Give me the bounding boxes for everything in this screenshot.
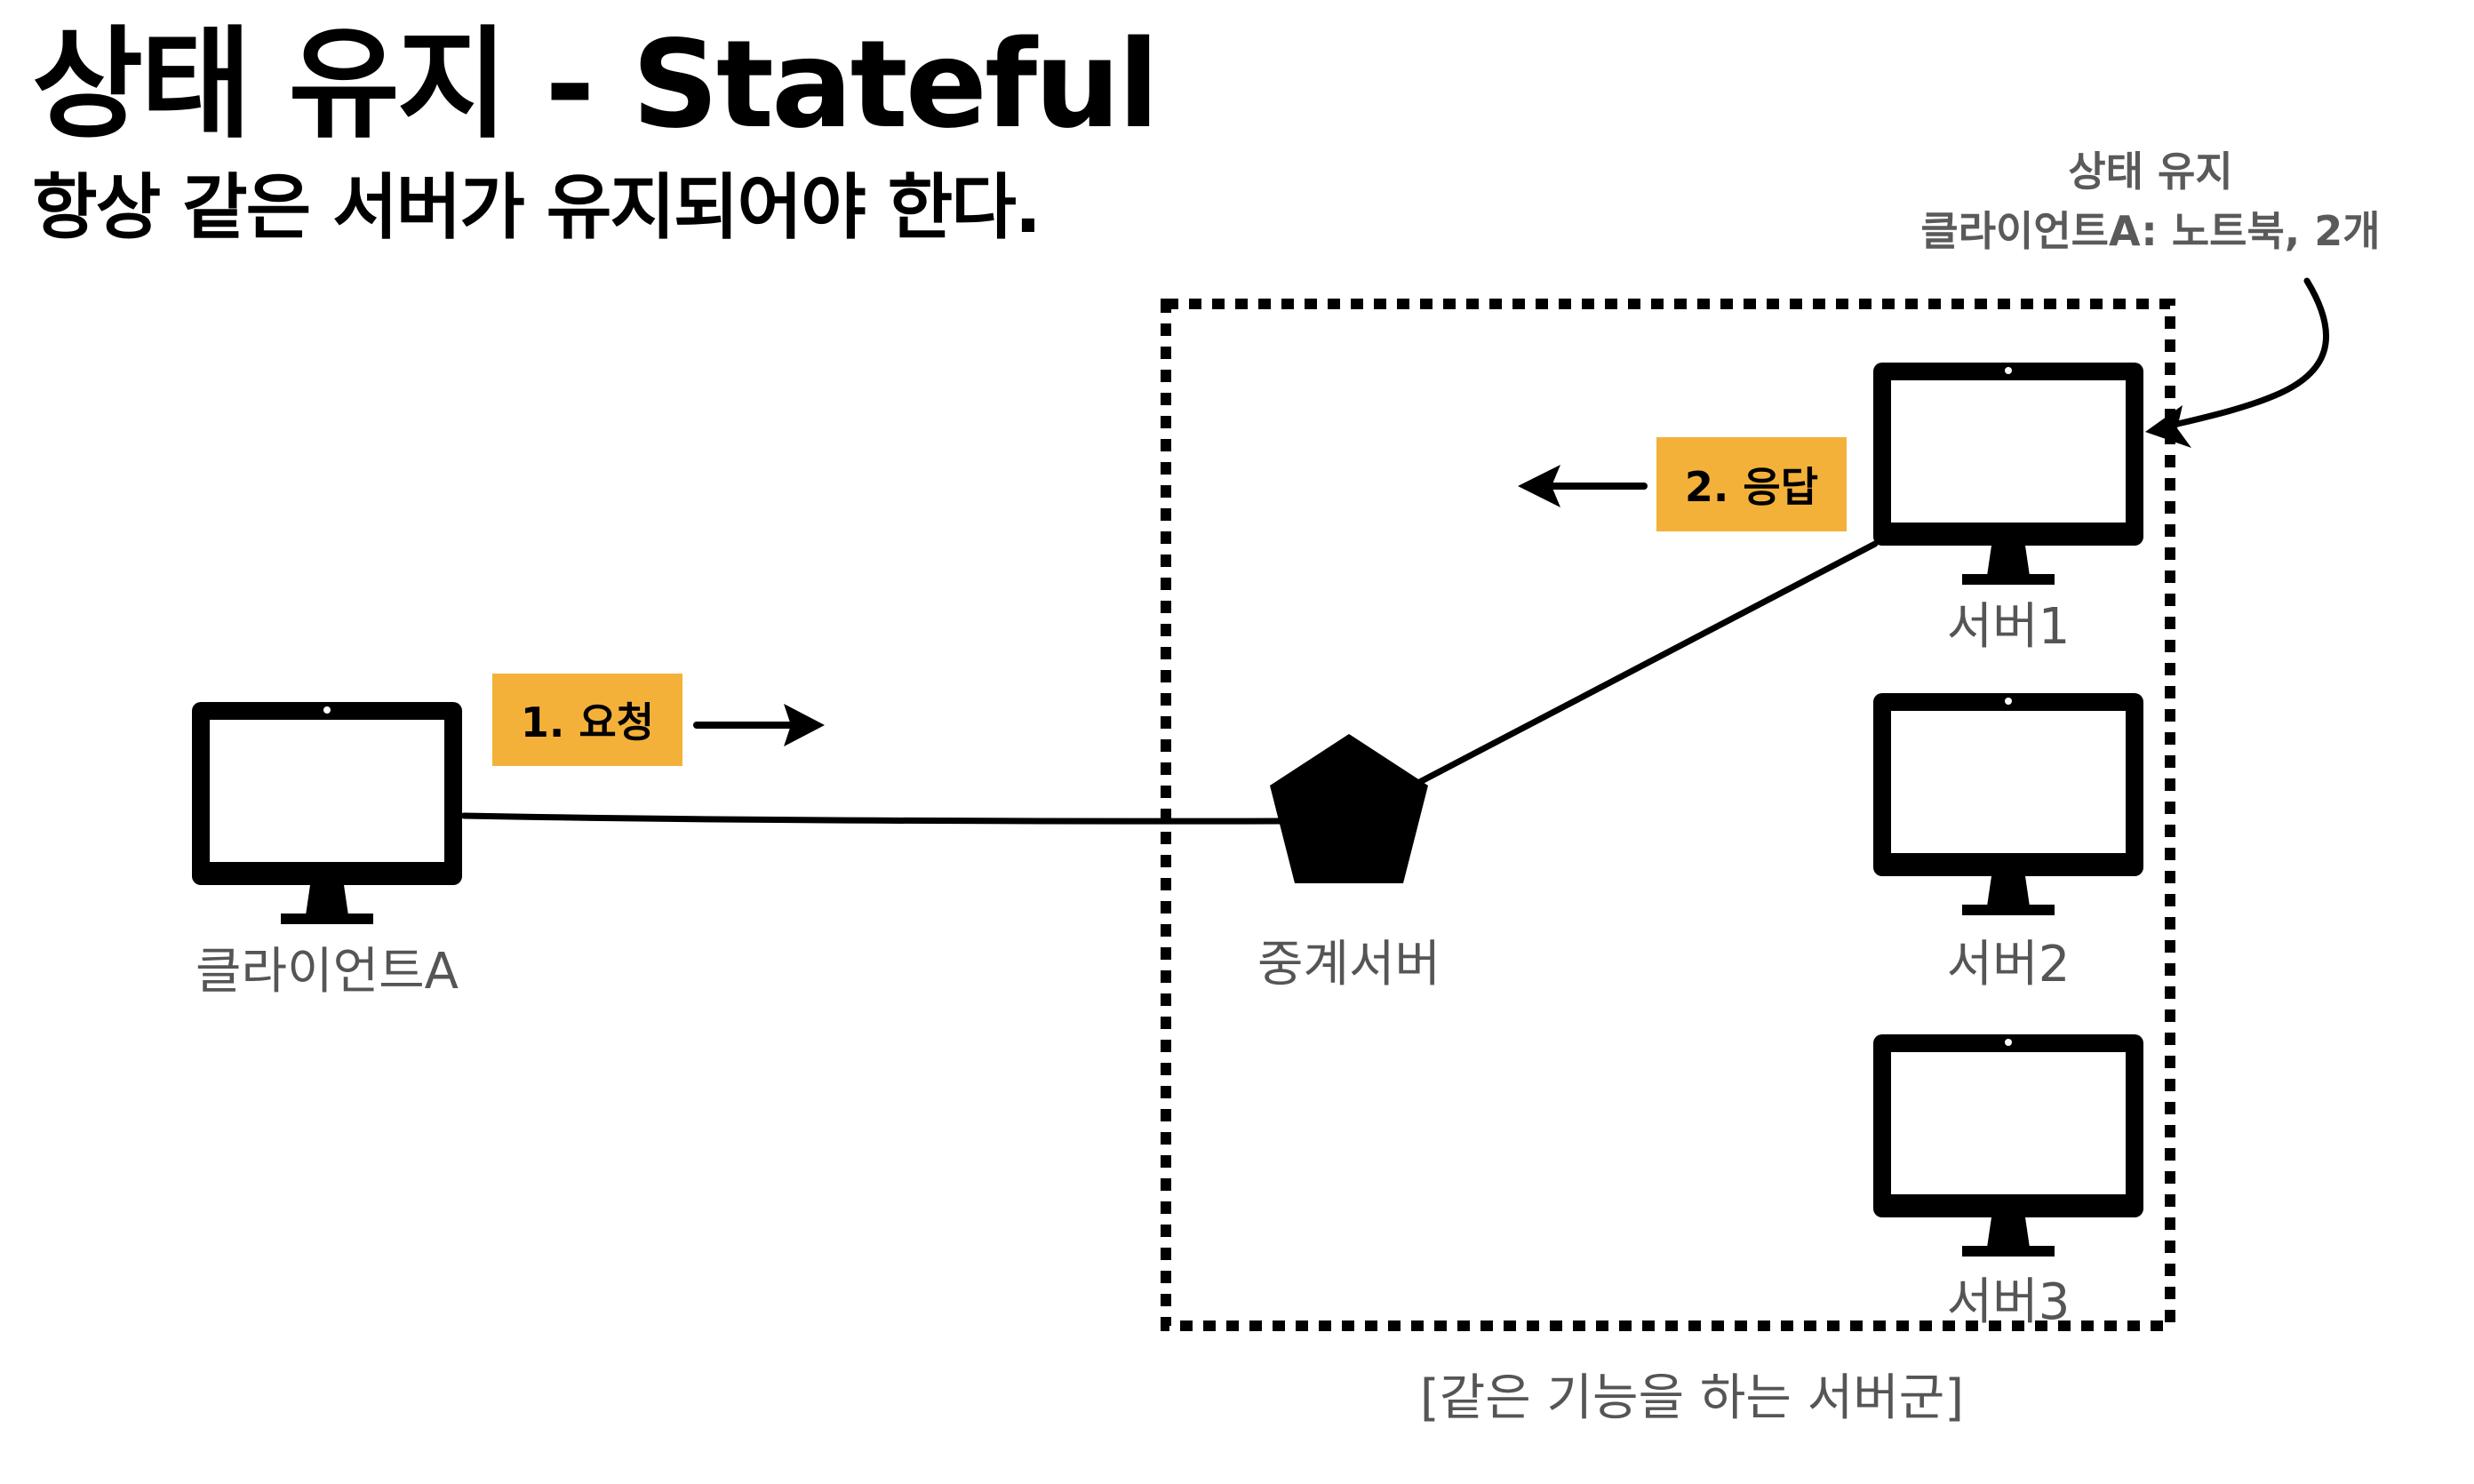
server1-monitor-icon [1873,363,2143,585]
proxy-pentagon-icon [1270,734,1428,883]
server1-label: 서버1 [1946,598,2071,656]
annotation-arrow-icon [2145,277,2330,448]
client-label: 클라이언트A [196,943,459,1001]
request-arrow-icon [693,704,825,746]
client-monitor-icon [192,702,462,924]
server2-label: 서버2 [1946,936,2071,993]
server3-label: 서버3 [1946,1273,2071,1331]
server3-monitor-icon [1873,1034,2143,1257]
response-step-tag: 2. 응답 [1656,437,1847,531]
annotation-line-1: 상태 유지 [2068,148,2233,195]
page-subtitle: 항상 같은 서버가 유지되어야 한다. [32,166,1041,249]
request-step-tag: 1. 요청 [492,674,682,766]
response-arrow-icon [1518,465,1648,507]
proxy-label: 중계서버 [1257,936,1441,993]
annotation-line-2: 클라이언트A: 노트북, 2개 [1920,206,2381,255]
annotation-note: 상태 유지 클라이언트A: 노트북, 2개 [1840,142,2462,260]
client-proxy-link [460,812,1283,825]
proxy-server1-link [1409,540,1879,789]
server-group-box [1161,299,2175,1331]
page-title: 상태 유지 - Stateful [32,15,1160,156]
server2-monitor-icon [1873,693,2143,915]
server-group-label: [같은 기능을 하는 서버군] [1419,1369,1965,1427]
